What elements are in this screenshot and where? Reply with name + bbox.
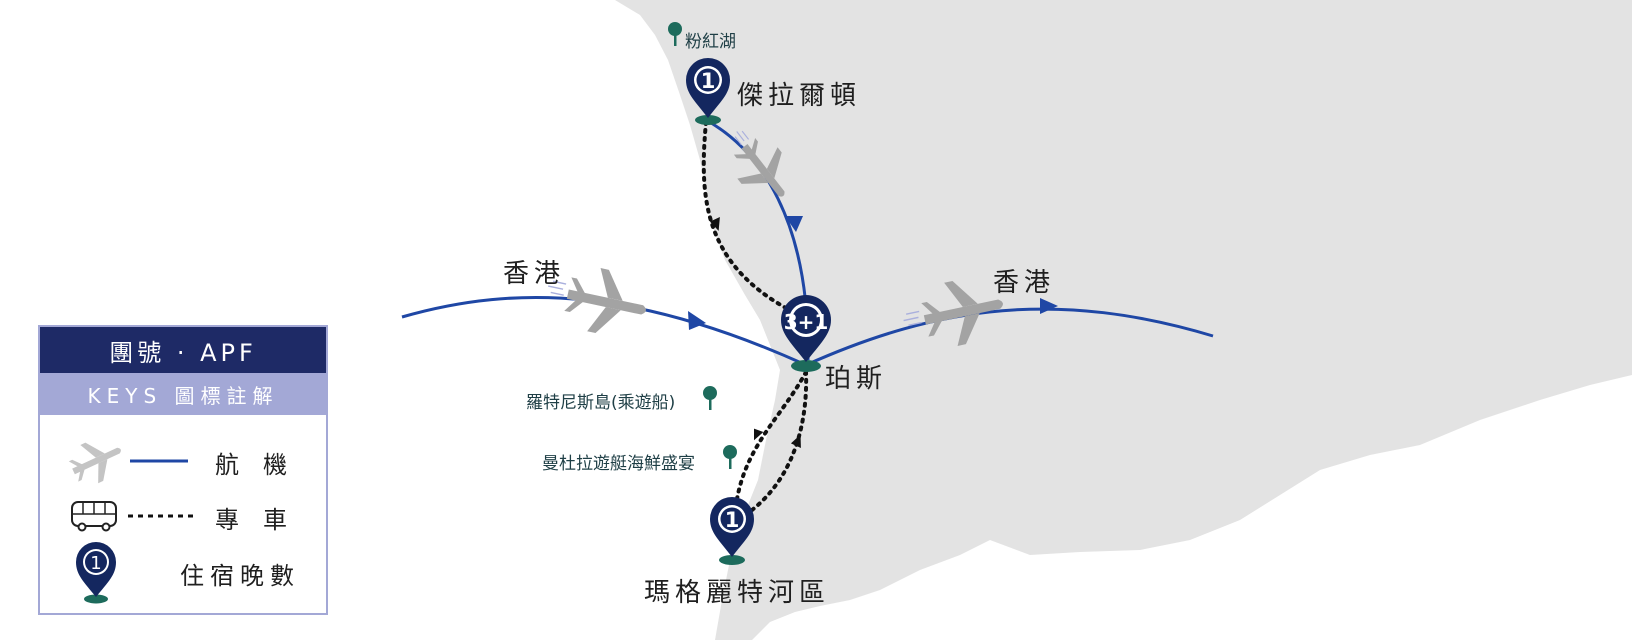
city-label-perth: 珀斯 — [825, 364, 888, 394]
legend-panel: 團號 · APF KEYS 圖標註解 航機 專車 — [38, 325, 328, 615]
legend-coach-label: 專車 — [215, 506, 311, 534]
coach-route-margaret-to-perth — [750, 370, 809, 512]
legend-nights-label: 住宿晚數 — [180, 562, 300, 590]
coach-arrow — [709, 217, 720, 231]
flight-route-perth-to-hk — [805, 307, 1214, 367]
legend-row-coach: 專車 — [40, 490, 326, 540]
legend-subtitle: KEYS 圖標註解 — [40, 373, 326, 415]
legend-flight-label: 航機 — [215, 451, 311, 479]
flight-arrow — [688, 311, 706, 330]
legend-nights-example: 1 — [90, 553, 101, 574]
city-label-margaret-river: 瑪格麗特河區 — [644, 578, 831, 608]
coach-route-geraldton-to-perth — [701, 120, 788, 310]
map-pin-margaret-river: 1 — [710, 497, 754, 565]
legend-row-nights: 1 住宿晚數 — [40, 542, 326, 604]
flight-arrow — [785, 216, 803, 232]
map-pin-perth: 3+1 — [781, 294, 831, 372]
flight-route-hk-to-perth — [401, 295, 807, 367]
nights-count-perth: 3+1 — [784, 310, 829, 334]
nights-count-margaret-river: 1 — [725, 508, 740, 532]
plane-icon — [64, 435, 188, 485]
poi-label-rottnest: 羅特尼斯島(乘遊船) — [526, 393, 676, 413]
poi-marker-rottnest — [703, 386, 717, 410]
poi-marker-pink-lake — [668, 22, 682, 46]
poi-label-pink-lake: 粉紅湖 — [685, 32, 736, 52]
australia-landmass — [615, 0, 1632, 640]
coach-arrow — [790, 434, 801, 448]
coach-arrow — [754, 428, 764, 441]
city-label-hong-kong-origin: 香港 — [503, 259, 566, 289]
coach-route-perth-to-margaret — [733, 370, 808, 517]
legend-row-flight: 航機 — [40, 435, 326, 485]
city-label-hong-kong-destination: 香港 — [993, 268, 1056, 298]
nights-count-geraldton: 1 — [701, 69, 716, 93]
bus-icon — [71, 501, 194, 532]
map-pin-icon: 1 — [76, 542, 116, 604]
flight-arrow — [1040, 298, 1058, 314]
map-pin-geraldton: 1 — [686, 58, 730, 125]
city-label-geraldton: 傑拉爾頓 — [737, 81, 862, 111]
poi-marker-mandurah — [723, 445, 737, 469]
poi-label-mandurah: 曼杜拉遊艇海鮮盛宴 — [542, 454, 695, 474]
legend-title: 團號 · APF — [40, 327, 326, 373]
